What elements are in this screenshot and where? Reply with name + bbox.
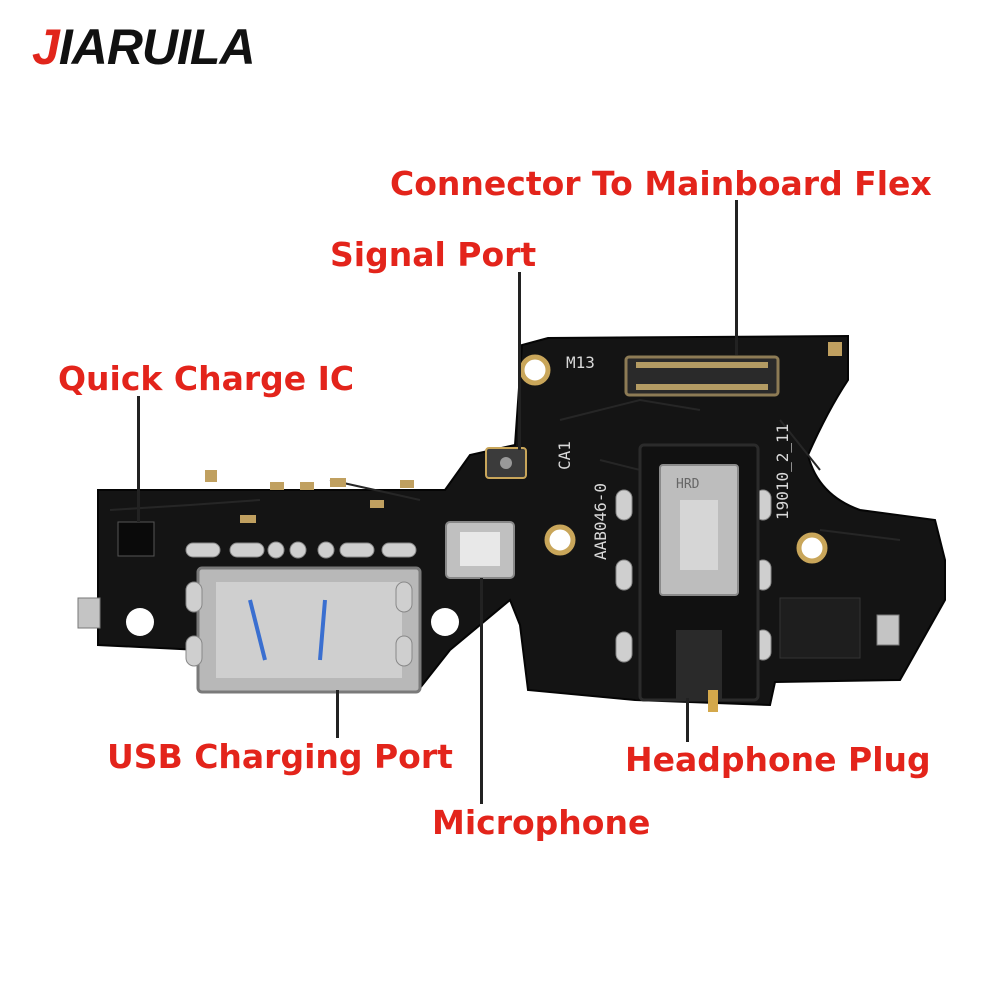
label-usb-charging-port: USB Charging Port bbox=[107, 737, 453, 776]
leader-connector bbox=[735, 200, 738, 355]
solder-pads bbox=[185, 541, 417, 559]
mount-hole bbox=[796, 532, 828, 564]
label-quick-charge-ic: Quick Charge IC bbox=[58, 359, 355, 398]
quick-charge-ic bbox=[117, 521, 155, 557]
silk-ca1: CA1 bbox=[555, 441, 574, 470]
mount-hole bbox=[126, 608, 154, 636]
flex-connector-pins bbox=[636, 362, 768, 390]
leader-headphone-plug bbox=[686, 698, 689, 742]
brand-logo-first-letter: J bbox=[32, 19, 60, 75]
silk-code: AAB046-0 bbox=[591, 483, 610, 560]
label-microphone: Microphone bbox=[432, 803, 651, 842]
brand-logo: JIARUILA bbox=[32, 19, 256, 75]
label-headphone-plug: Headphone Plug bbox=[625, 740, 931, 779]
silk-date: 19010_2_11 bbox=[773, 424, 792, 520]
brand-logo-rest: IARUILA bbox=[58, 19, 256, 75]
leader-microphone bbox=[480, 578, 483, 804]
mount-hole bbox=[544, 524, 576, 556]
smd-components bbox=[205, 342, 842, 523]
mount-hole bbox=[431, 608, 459, 636]
leader-quick-charge-ic bbox=[137, 396, 140, 522]
blue-marker-scribble bbox=[248, 599, 327, 661]
label-connector: Connector To Mainboard Flex bbox=[390, 164, 932, 203]
mount-hole bbox=[519, 354, 551, 386]
label-signal-port: Signal Port bbox=[330, 235, 537, 274]
leader-signal-port bbox=[518, 272, 521, 450]
leader-usb-charging-port bbox=[336, 690, 339, 738]
silk-m13: M13 bbox=[566, 353, 595, 372]
silk-jack-mark: HRD bbox=[676, 477, 700, 492]
